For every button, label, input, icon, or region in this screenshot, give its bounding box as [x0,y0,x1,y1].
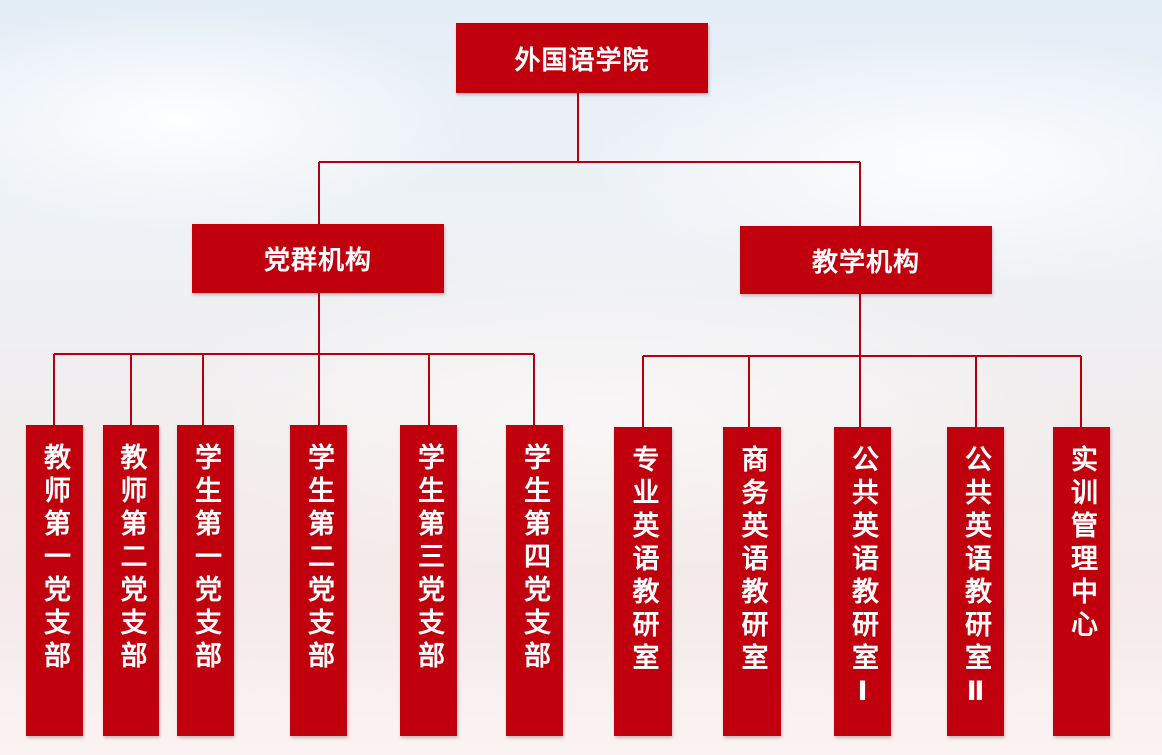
leaf-label: 教师第一党支部 [39,443,70,674]
leaf-label: 专业英语教研室 [627,445,659,676]
leaf-label: 商务英语教研室 [736,445,768,676]
branch-node-teaching: 教学机构 [740,226,992,294]
leaf-node: 学生第二党支部 [290,425,347,736]
leaf-node: 实训管理中心 [1053,427,1110,736]
leaf-node: 商务英语教研室 [723,427,781,736]
branch-node-party: 党群机构 [192,224,444,293]
leaf-label: 公共英语教研室Ⅰ [847,445,878,713]
leaf-node: 专业英语教研室 [614,427,672,736]
leaf-label: 公共英语教研室Ⅱ [960,445,991,713]
root-node: 外国语学院 [456,23,708,93]
root-label: 外国语学院 [514,45,650,76]
leaf-node: 公共英语教研室Ⅰ [834,427,891,736]
leaf-node: 教师第一党支部 [26,425,83,736]
branch-label: 党群机构 [263,246,372,276]
leaf-label: 学生第一党支部 [190,443,221,674]
leaf-node: 学生第四党支部 [506,425,563,736]
branch-label: 教学机构 [811,247,920,278]
leaf-node: 学生第一党支部 [177,425,234,736]
leaf-label: 实训管理中心 [1066,445,1097,643]
leaf-label: 学生第三党支部 [413,443,444,674]
leaf-label: 学生第四党支部 [519,443,550,674]
leaf-label: 教师第二党支部 [115,443,147,674]
leaf-node: 教师第二党支部 [103,425,159,736]
leaf-label: 学生第二党支部 [303,443,334,674]
leaf-node: 学生第三党支部 [400,425,457,736]
leaf-node: 公共英语教研室Ⅱ [947,427,1004,736]
